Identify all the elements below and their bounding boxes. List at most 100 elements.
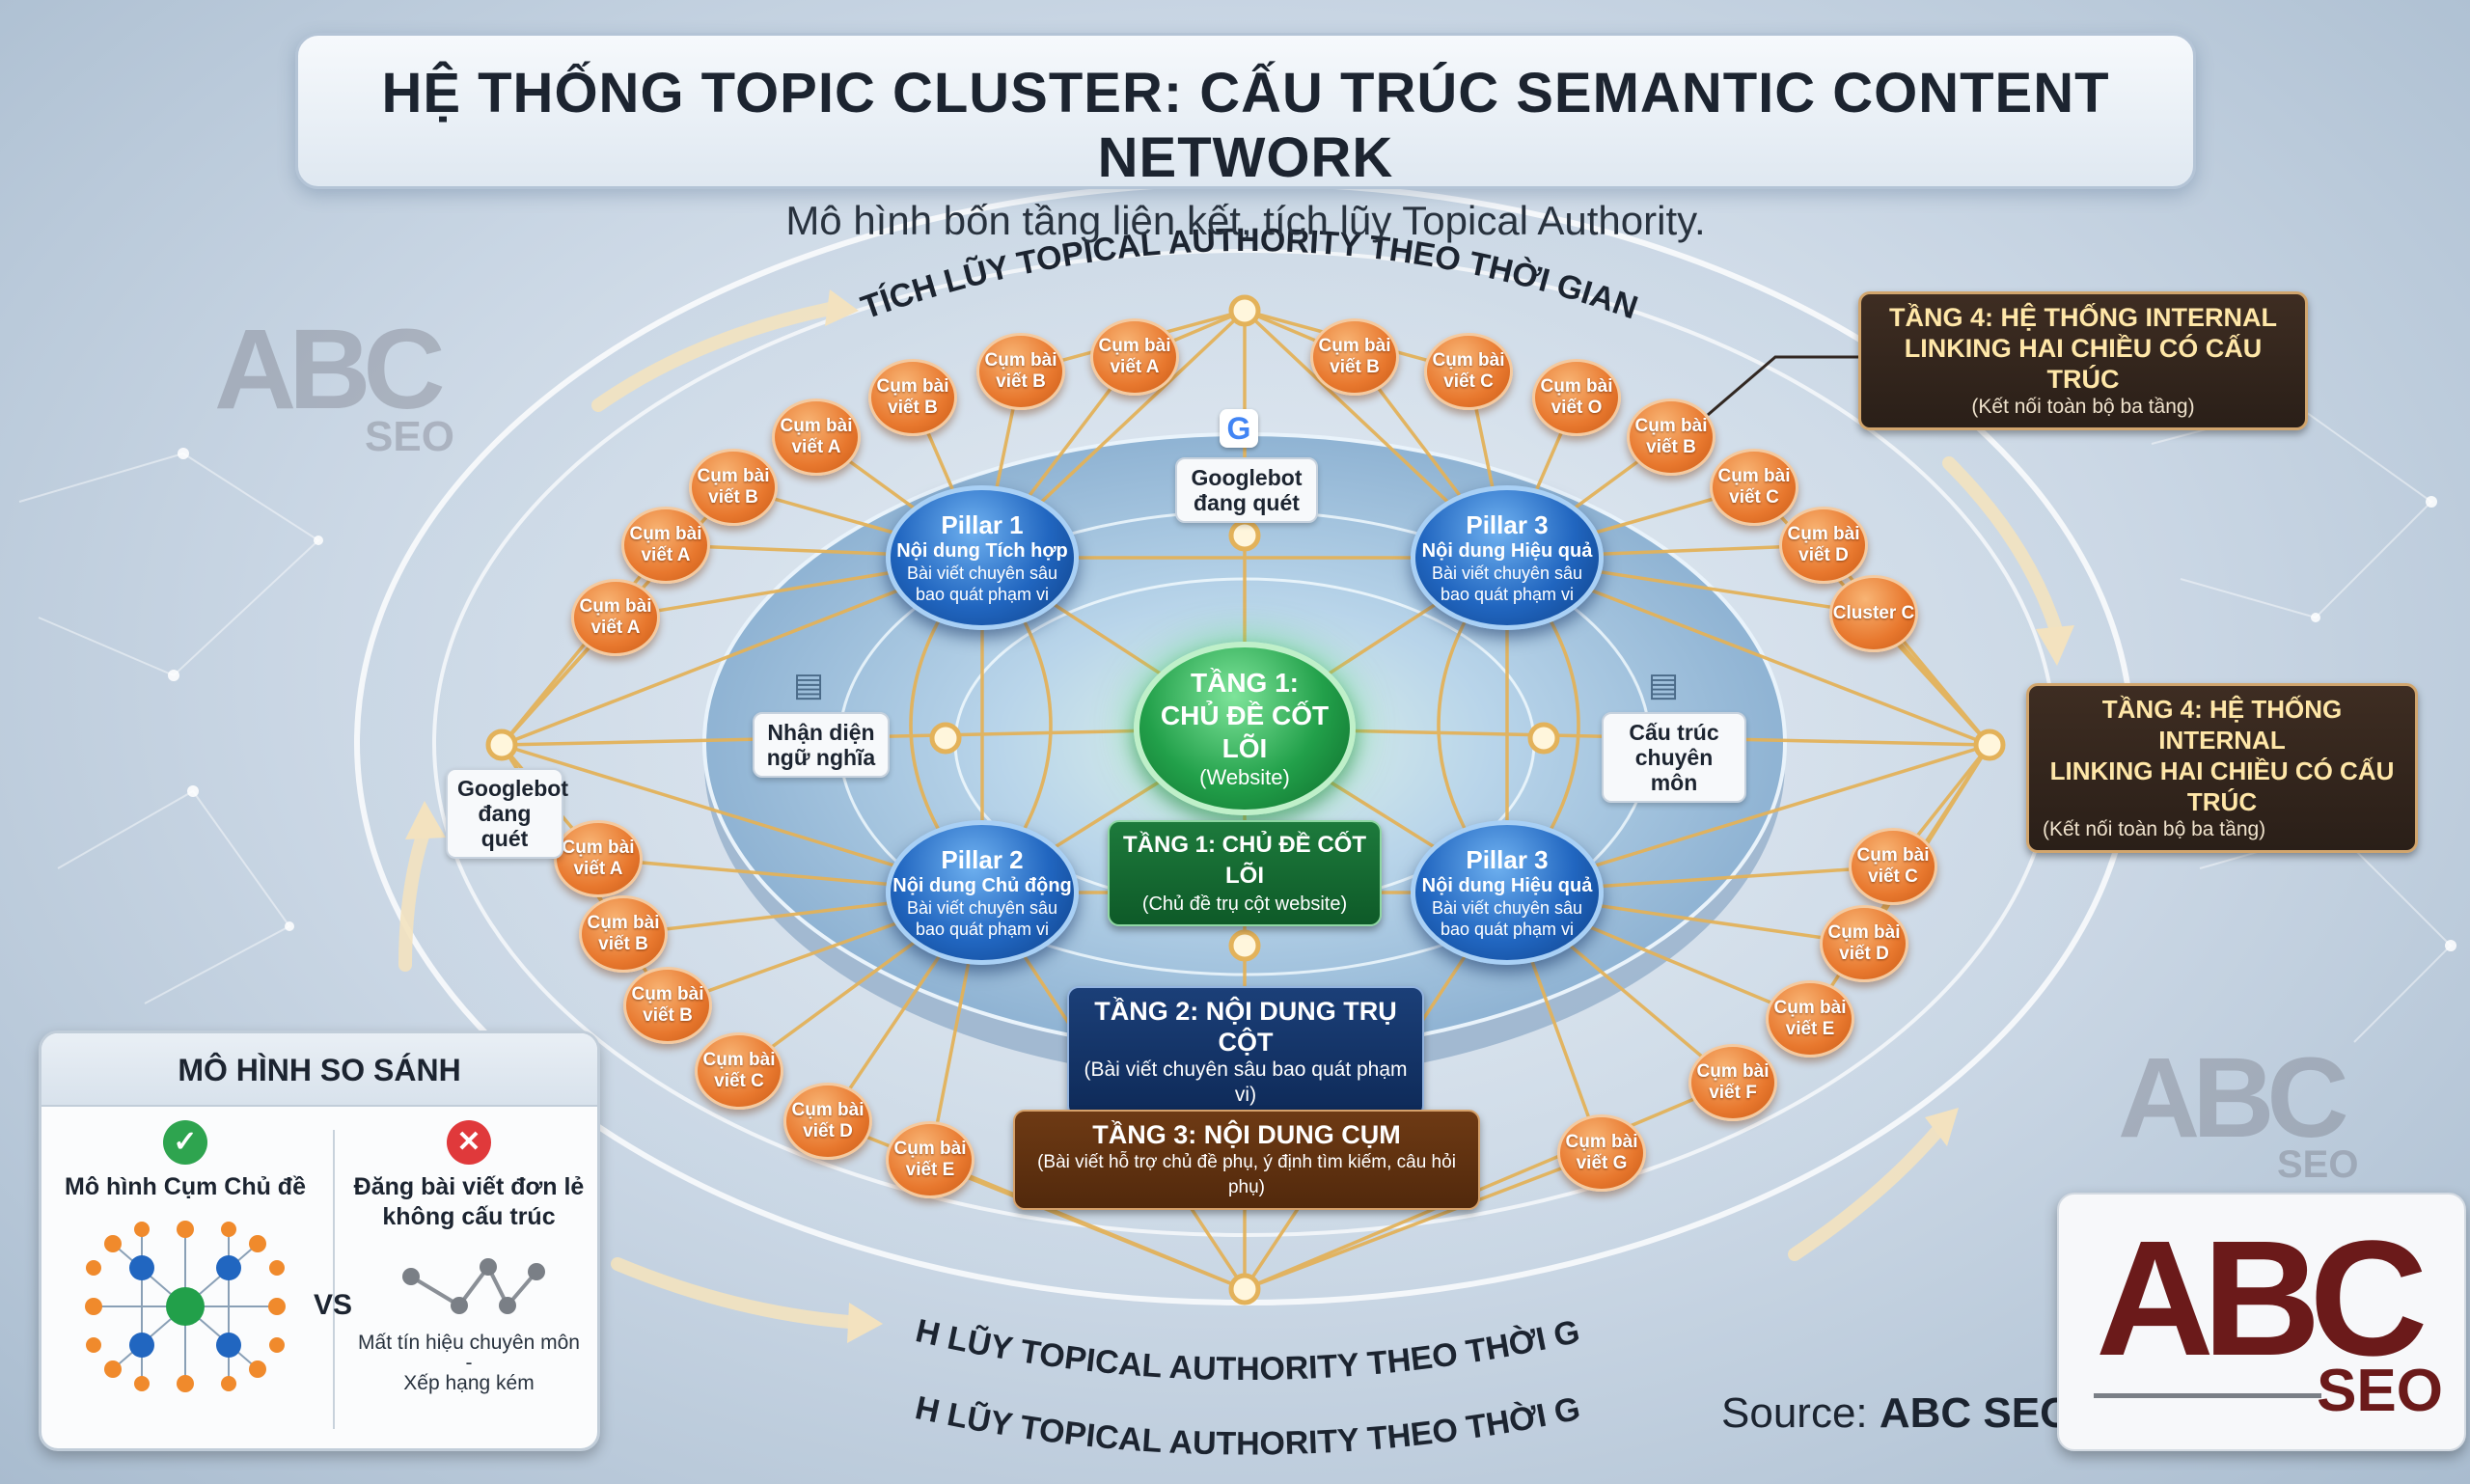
cluster-node[interactable]: Cụm bài viết D	[1820, 905, 1908, 982]
page-subtitle: Mô hình bốn tầng liên kết, tích lũy Topi…	[785, 198, 1706, 243]
hub-node	[1228, 519, 1261, 552]
pillar-desc: Bài viết chuyên sâu	[906, 898, 1058, 918]
hub-node	[1973, 728, 2006, 761]
robot-icon: ▤	[1648, 666, 1680, 704]
cluster-node[interactable]: Cụm bài viết B	[579, 895, 668, 973]
vs-label: VS	[314, 1289, 353, 1321]
pillar-desc: Bài viết chuyên sâu	[906, 563, 1058, 583]
cluster-node[interactable]: Cụm bài viết B	[1310, 318, 1399, 396]
tier-1-tag: TẦNG 1: CHỦ ĐỀ CỐT LÕI (Chủ đề trụ cột w…	[1108, 820, 1382, 926]
pillar-title: Pillar 2	[941, 845, 1024, 874]
tag-title: TẦNG 4: HỆ THỐNG INTERNAL	[2101, 695, 2343, 755]
pillar-desc: bao quát phạm vi	[915, 920, 1050, 939]
hub-node	[1527, 722, 1560, 755]
pillar-title: Pillar 1	[941, 510, 1024, 539]
cluster-node[interactable]: Cụm bài viết A	[554, 820, 643, 897]
watermark-bottom-right: ABC	[2118, 1034, 2349, 1162]
tag-subtitle: (Chủ đề trụ cột website)	[1141, 893, 1348, 915]
cluster-node[interactable]: Cụm bài viết E	[1766, 980, 1854, 1058]
cluster-node[interactable]: Cụm bài viết B	[1627, 398, 1715, 476]
logo-abc-text: ABC	[2096, 1207, 2428, 1390]
title-banner: HỆ THỐNG TOPIC CLUSTER: CẤU TRÚC SEMANTI…	[295, 33, 2196, 243]
cluster-node[interactable]: Cụm bài viết B	[868, 359, 957, 436]
hub-node	[1228, 294, 1261, 327]
pillar-subtitle: Nội dung Tích hợp	[896, 540, 1068, 562]
core-topic-node[interactable]: TẦNG 1: CHỦ ĐỀ CỐT LÕI (Website)	[1134, 642, 1356, 815]
cluster-node[interactable]: Cụm bài viết C	[1710, 449, 1798, 526]
isolated-posts-icon	[402, 1258, 545, 1314]
cluster-node[interactable]: Cụm bài viết A	[621, 507, 710, 584]
cluster-node[interactable]: Cụm bài viết A	[1090, 318, 1179, 396]
core-subtitle: (Website)	[1199, 765, 1290, 789]
cluster-node[interactable]: Cụm bài viết E	[886, 1121, 974, 1198]
source-name: ABC SEO	[1879, 1389, 2073, 1437]
link-line	[1244, 1151, 1603, 1291]
hub-node	[1228, 929, 1261, 962]
robot-icon: ▤	[793, 666, 825, 704]
pillar-3-top-node[interactable]: Pillar 3 Nội dung Hiệu quả Bài viết chuy…	[1411, 485, 1604, 630]
pillar-desc: Bài viết chuyên sâu	[1431, 563, 1583, 583]
cluster-node[interactable]: Cụm bài viết O	[1532, 359, 1621, 436]
googlebot-left-label: Googlebot đang quét	[446, 768, 568, 859]
hub-node	[1228, 1273, 1261, 1305]
semantic-label: Nhận diện ngữ nghĩa	[753, 712, 890, 778]
source-prefix: Source:	[1721, 1389, 1880, 1437]
pillar-desc: bao quát phạm vi	[915, 585, 1050, 604]
page-title: HỆ THỐNG TOPIC CLUSTER: CẤU TRÚC SEMANTI…	[381, 62, 2110, 189]
googlebot-top-label: Googlebot đang quét	[1175, 457, 1318, 523]
abc-seo-logo: ABC SEO	[2057, 1193, 2466, 1451]
cluster-node[interactable]: Cụm bài viết B	[689, 449, 778, 526]
check-icon: ✓	[163, 1120, 207, 1165]
pillar-3-bottom-node[interactable]: Pillar 3 Nội dung Hiệu quả Bài viết chuy…	[1411, 820, 1604, 965]
cluster-node[interactable]: Cụm bài viết A	[571, 579, 660, 656]
pillar-desc: bao quát phạm vi	[1440, 920, 1575, 939]
good-model-column: ✓ Mô hình Cụm Chủ đề	[55, 1120, 316, 1408]
core-title-line1: TẦNG 1:	[1191, 668, 1299, 698]
pillar-subtitle: Nội dung Hiệu quả	[1421, 875, 1593, 896]
pillar-subtitle: Nội dung Hiệu quả	[1421, 540, 1593, 562]
hub-node	[485, 728, 518, 761]
cluster-node[interactable]: Cụm bài viết B	[976, 333, 1065, 410]
core-title-line2: CHỦ ĐỀ CỐT LÕI	[1160, 701, 1330, 763]
watermark-top-left: ABC	[214, 306, 446, 433]
bad-model-note-2: Xếp hạng kém	[403, 1372, 535, 1394]
cluster-node[interactable]: Cluster C	[1829, 575, 1918, 652]
bad-model-column: ✕ Đăng bài viết đơn lẻ không cấu trúc Mấ…	[346, 1120, 591, 1397]
tag-title: TẦNG 3: NỘI DUNG CỤM	[1092, 1120, 1401, 1149]
pillar-2-node[interactable]: Pillar 2 Nội dung Chủ động Bài viết chuy…	[886, 820, 1079, 965]
pillar-title: Pillar 3	[1466, 845, 1549, 874]
structure-label: Cấu trúc chuyên môn	[1602, 712, 1746, 803]
cluster-node[interactable]: Cụm bài viết D	[1779, 507, 1868, 584]
cross-icon: ✕	[447, 1120, 491, 1165]
google-icon: G	[1220, 409, 1258, 448]
bad-model-label-1: Đăng bài viết đơn lẻ	[353, 1173, 585, 1200]
tag-title: TẦNG 2: NỘI DUNG TRỤ CỘT	[1094, 997, 1397, 1057]
cluster-node[interactable]: Cụm bài viết G	[1557, 1114, 1646, 1192]
tag-connector	[1707, 355, 1858, 417]
bad-model-note-dash: -	[465, 1352, 473, 1374]
watermark-bottom-right-seo: SEO	[2277, 1143, 2359, 1186]
comparison-title: MÔ HÌNH SO SÁNH	[41, 1033, 597, 1107]
cluster-node[interactable]: Cụm bài viết C	[1849, 828, 1937, 905]
tag-title: TẦNG 4: HỆ THỐNG INTERNAL	[1889, 303, 2277, 332]
cluster-node[interactable]: Cụm bài viết D	[783, 1083, 872, 1160]
tier-4-tag-top: TẦNG 4: HỆ THỐNG INTERNAL LINKING HAI CH…	[1858, 291, 2308, 430]
tier-2-tag: TẦNG 2: NỘI DUNG TRỤ CỘT (Bài viết chuyê…	[1067, 986, 1424, 1117]
hub-node	[929, 722, 962, 755]
cluster-node[interactable]: Cụm bài viết B	[623, 967, 712, 1044]
pillar-1-node[interactable]: Pillar 1 Nội dung Tích hợp Bài viết chuy…	[886, 485, 1079, 630]
cluster-node[interactable]: Cụm bài viết C	[695, 1032, 783, 1110]
cluster-node[interactable]: Cụm bài viết F	[1688, 1044, 1777, 1121]
source-credit: Source: ABC SEO	[1721, 1389, 2072, 1438]
watermark-top-left-seo: SEO	[365, 413, 454, 460]
cluster-node[interactable]: Cụm bài viết A	[772, 398, 861, 476]
bad-model-note-1: Mất tín hiệu chuyên môn	[358, 1332, 580, 1354]
logo-underline	[2094, 1393, 2321, 1398]
comparison-divider	[333, 1130, 335, 1429]
pillar-subtitle: Nội dung Chủ động	[892, 875, 1072, 896]
tag-title: LINKING HAI CHIỀU CÓ CẤU TRÚC	[1904, 334, 2263, 394]
pillar-desc: Bài viết chuyên sâu	[1431, 898, 1583, 918]
cluster-node[interactable]: Cụm bài viết C	[1424, 333, 1513, 410]
tag-subtitle: (Bài viết hỗ trợ chủ đề phụ, ý định tìm …	[1037, 1152, 1456, 1197]
